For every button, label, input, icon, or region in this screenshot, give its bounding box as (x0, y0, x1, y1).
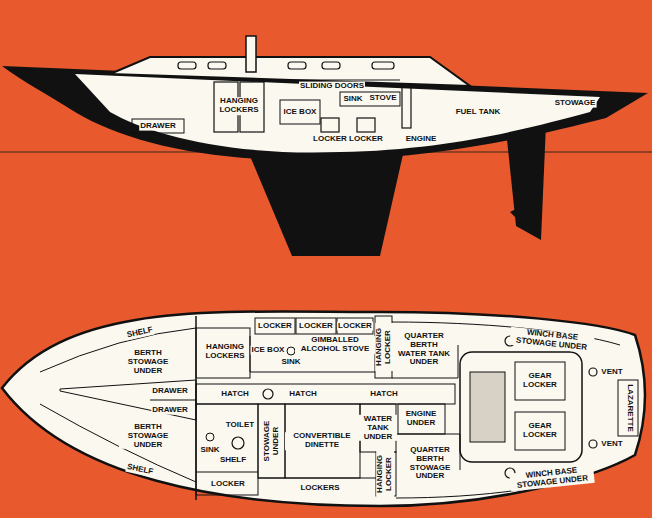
locker (255, 318, 295, 334)
part-label: LOCKER (337, 322, 373, 331)
locker-door (357, 118, 375, 132)
door-track (270, 79, 400, 80)
locker (296, 318, 336, 334)
keel (250, 150, 404, 256)
part-label: DRAWER (151, 387, 189, 396)
porthole (322, 62, 340, 69)
part-label: DRAWER (139, 122, 177, 131)
part-label: SHELF (125, 463, 154, 477)
mast-stub (246, 36, 256, 72)
part-label: GIMBALLED ALCOHOL STOVE (295, 336, 375, 354)
part-label: LOCKER (298, 322, 334, 331)
locker-line (258, 478, 376, 479)
cabin-house (110, 57, 470, 86)
part-label: ICE BOX (283, 108, 318, 117)
part-label: BERTH STOWAGE UNDER (119, 349, 177, 375)
drawer-wedge (60, 380, 196, 420)
part-label: STOWAGE (554, 99, 597, 108)
hull-profile (2, 66, 648, 161)
rudder (506, 124, 546, 240)
dinette (285, 404, 360, 478)
lazarette-hatch (618, 380, 638, 436)
part-label: WINCH BASE STOWAGE UNDER (509, 327, 594, 353)
water-tank-seat (360, 404, 396, 452)
part-label: SLIDING DOORS (299, 82, 365, 91)
part-label: LOCKER (348, 135, 384, 144)
part-label: BERTH STOWAGE UNDER (119, 423, 177, 449)
cockpit-grate (470, 372, 505, 442)
porthole (288, 62, 306, 69)
door (402, 84, 411, 128)
part-label: SINK (280, 358, 301, 367)
propeller (510, 206, 522, 224)
ice-box (280, 100, 320, 124)
part-label: SINK (342, 95, 363, 104)
part-label: HATCH (369, 390, 398, 399)
part-label: ENGINE UNDER (399, 410, 443, 428)
part-label: TOILET (225, 421, 255, 430)
head-compartment (196, 404, 258, 495)
part-label: VENT (600, 440, 623, 449)
hull-plan (2, 311, 645, 506)
drawer (132, 119, 184, 133)
sink-basin (206, 433, 214, 441)
part-label: WATER TANK UNDER (359, 415, 397, 441)
stowage-seat (258, 404, 285, 478)
part-label: HANGING LOCKER (375, 323, 393, 371)
part-label: SHELF (125, 326, 154, 340)
part-label: HATCH (220, 390, 249, 399)
part-label: VENT (600, 368, 623, 377)
shelf-edge (40, 404, 196, 482)
gear-locker (515, 412, 565, 450)
galley-counter (250, 336, 375, 372)
part-label: ICE BOX (251, 346, 286, 355)
galley-counter (340, 92, 400, 106)
toilet-bowl (232, 437, 244, 449)
locker-divider (196, 472, 258, 473)
profile-view (2, 36, 648, 256)
drawer-divider (150, 400, 196, 401)
part-label: SINK (199, 446, 220, 455)
engine-box (398, 404, 445, 434)
hanging-locker (375, 316, 392, 378)
locker-door (321, 118, 339, 132)
mast-step (263, 389, 273, 399)
plan-view (2, 311, 645, 506)
locker (337, 318, 373, 334)
part-label: QUARTER BERTH STOWAGE UNDER (401, 446, 459, 481)
sink-basin (287, 347, 295, 355)
part-label: FUEL TANK (455, 108, 502, 117)
vent-symbol (589, 440, 597, 448)
part-label: GEAR LOCKER (518, 422, 562, 440)
part-label: SHELF (219, 456, 247, 465)
part-label: ENGINE (405, 135, 438, 144)
part-label: LOCKER (257, 322, 293, 331)
part-label: GEAR LOCKER (518, 372, 562, 390)
part-label: HANGING LOCKERS (215, 97, 263, 115)
hanging-locker (196, 328, 250, 378)
part-label: LAZARETTE (626, 383, 635, 433)
hull-interior (75, 74, 600, 152)
porthole (178, 62, 196, 69)
porthole (372, 62, 394, 69)
part-label: LOCKERS (299, 484, 340, 493)
gear-locker (515, 362, 565, 400)
part-label: CONVERTIBLE DINETTE (285, 432, 359, 450)
cockpit (460, 352, 582, 462)
part-label: LOCKER (210, 480, 246, 489)
part-label: DRAWER (151, 406, 189, 415)
part-label: LOCKER (312, 135, 348, 144)
part-label: STOVE (369, 94, 398, 103)
vent-symbol (589, 368, 597, 376)
part-label: WINCH BASE STOWAGE UNDER (509, 465, 594, 491)
part-label: STOWAGE UNDER (263, 417, 281, 465)
part-label: HANGING LOCKER (376, 450, 394, 498)
part-label: HATCH (288, 390, 317, 399)
hatch-strip (196, 384, 455, 404)
part-label: QUARTER BERTH WATER TANK UNDER (396, 332, 452, 367)
part-label: HANGING LOCKERS (201, 343, 249, 361)
porthole (208, 62, 226, 69)
